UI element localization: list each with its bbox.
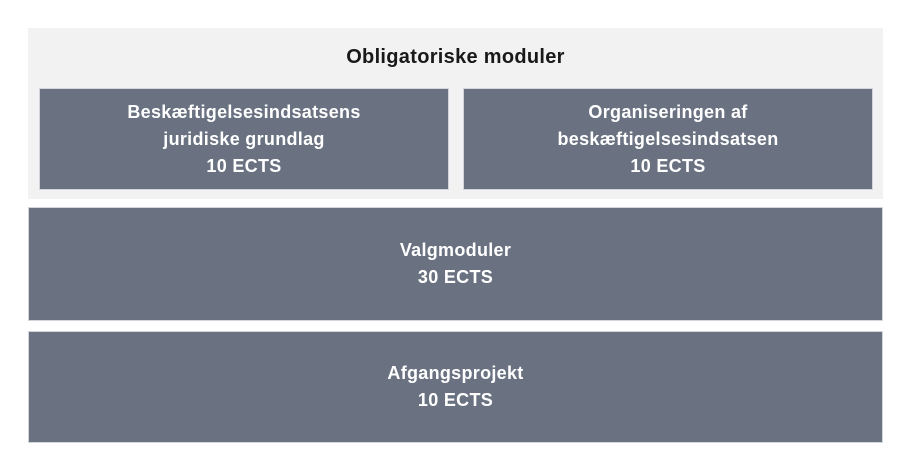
module-box-juridiske-grundlag: Beskæftigelsesindsatsens juridiske grund… <box>39 88 449 190</box>
module-ects: 30 ECTS <box>417 267 494 287</box>
module-name-line: juridiske grundlag <box>163 128 325 149</box>
mandatory-modules-row: Beskæftigelsesindsatsens juridiske grund… <box>39 88 873 190</box>
module-name-line: Afgangsprojekt <box>387 363 524 383</box>
module-name-line: Organiseringen af <box>588 101 748 122</box>
module-box-valgmoduler: Valgmoduler 30 ECTS <box>28 207 883 321</box>
module-ects: 10 ECTS <box>206 155 282 176</box>
module-name-line: Valgmoduler <box>399 240 512 260</box>
module-box-organiseringen: Organiseringen af beskæftigelsesindsatse… <box>463 88 873 190</box>
mandatory-modules-panel: Obligatoriske moduler Beskæftigelsesinds… <box>28 28 883 199</box>
module-ects: 10 ECTS <box>417 390 494 410</box>
module-name-line: beskæftigelsesindsatsen <box>557 128 779 149</box>
module-box-afgangsprojekt: Afgangsprojekt 10 ECTS <box>28 331 883 443</box>
module-ects: 10 ECTS <box>630 155 706 176</box>
mandatory-modules-title: Obligatoriske moduler <box>346 46 565 68</box>
module-name-line: Beskæftigelsesindsatsens <box>127 101 361 122</box>
